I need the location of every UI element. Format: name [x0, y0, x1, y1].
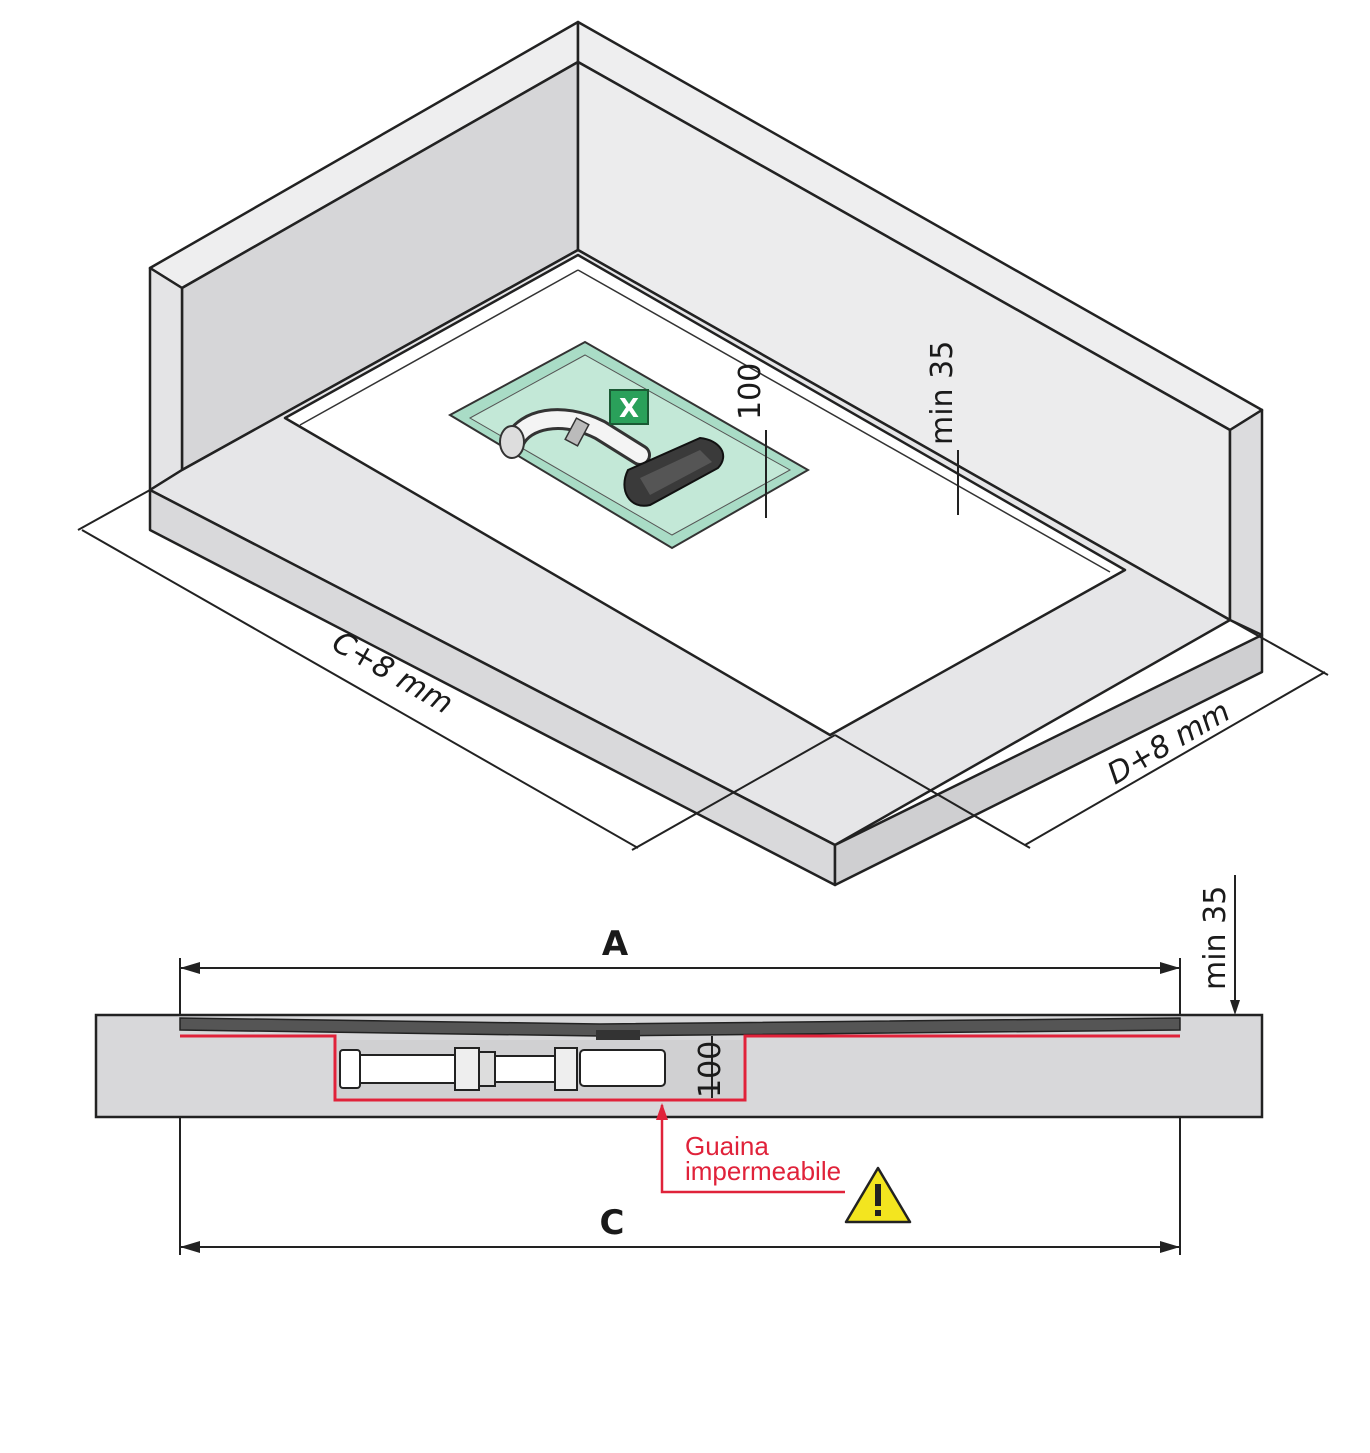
section-view: A min 35 100 Guaina	[94, 875, 1264, 1255]
left-wall-end	[148, 266, 184, 492]
dimension-a-label: A	[602, 924, 629, 964]
marker-x-icon: X	[609, 389, 649, 425]
isometric-view: X 100 min 35 C+8 mm D+8 mm	[77, 20, 1329, 887]
min-35-label: min 35	[925, 341, 960, 445]
dimension-c-label: C	[600, 1203, 625, 1243]
drain-pipe	[499, 408, 725, 507]
slab-front-right	[833, 633, 1264, 887]
waterproof-membrane	[180, 1034, 1180, 1102]
depth-label-100: 100	[733, 363, 768, 420]
section-pipe	[339, 1047, 666, 1091]
right-wall-end	[1228, 408, 1264, 637]
membrane-note-line1: Guaina	[685, 1131, 769, 1161]
svg-text:X: X	[619, 394, 639, 424]
warning-triangle-icon	[844, 1166, 912, 1224]
membrane-note-line2: impermeabile	[685, 1156, 841, 1186]
section-depth-label-100: 100	[693, 1041, 728, 1098]
section-min-35-label: min 35	[1198, 886, 1233, 990]
